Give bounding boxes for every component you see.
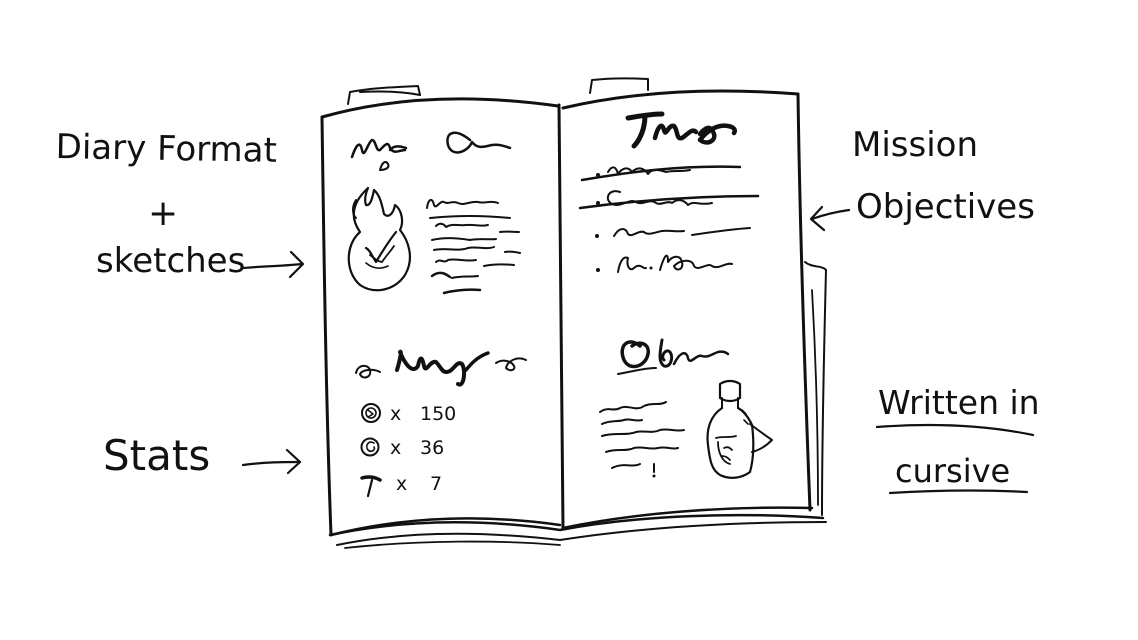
stats-row2-times: x	[390, 437, 401, 459]
coin-icon	[362, 404, 380, 422]
cursive-underline	[890, 491, 1027, 493]
arrow-objectives-icon	[811, 207, 849, 230]
objective-3	[595, 228, 750, 238]
left-page-title-scribble	[352, 133, 510, 157]
stats-row3-times: x	[396, 473, 407, 495]
stats-row3-value: 7	[430, 473, 442, 495]
objective-2-completed	[580, 191, 758, 208]
nail-icon	[362, 477, 380, 496]
stats-row1-value: 150	[420, 403, 456, 425]
left-page-notes-scribble	[427, 200, 520, 293]
fire-sketch-icon	[349, 162, 410, 290]
arrow-sketches-icon	[243, 252, 303, 277]
objective-4	[596, 256, 732, 272]
written-in-underline	[877, 425, 1033, 435]
stats-row1-times: x	[390, 403, 401, 425]
token-icon	[362, 439, 379, 456]
stats-row2-value: 36	[420, 437, 444, 459]
objectives-list	[580, 167, 758, 272]
objective-1-completed	[582, 167, 740, 180]
stats-list: x 150 x 36 x 7	[362, 403, 457, 496]
arrow-stats-icon	[243, 450, 300, 473]
potion-bottle-icon	[708, 381, 772, 478]
stats-heading-scribble	[356, 352, 526, 385]
objectives-title-scribble	[628, 114, 735, 146]
